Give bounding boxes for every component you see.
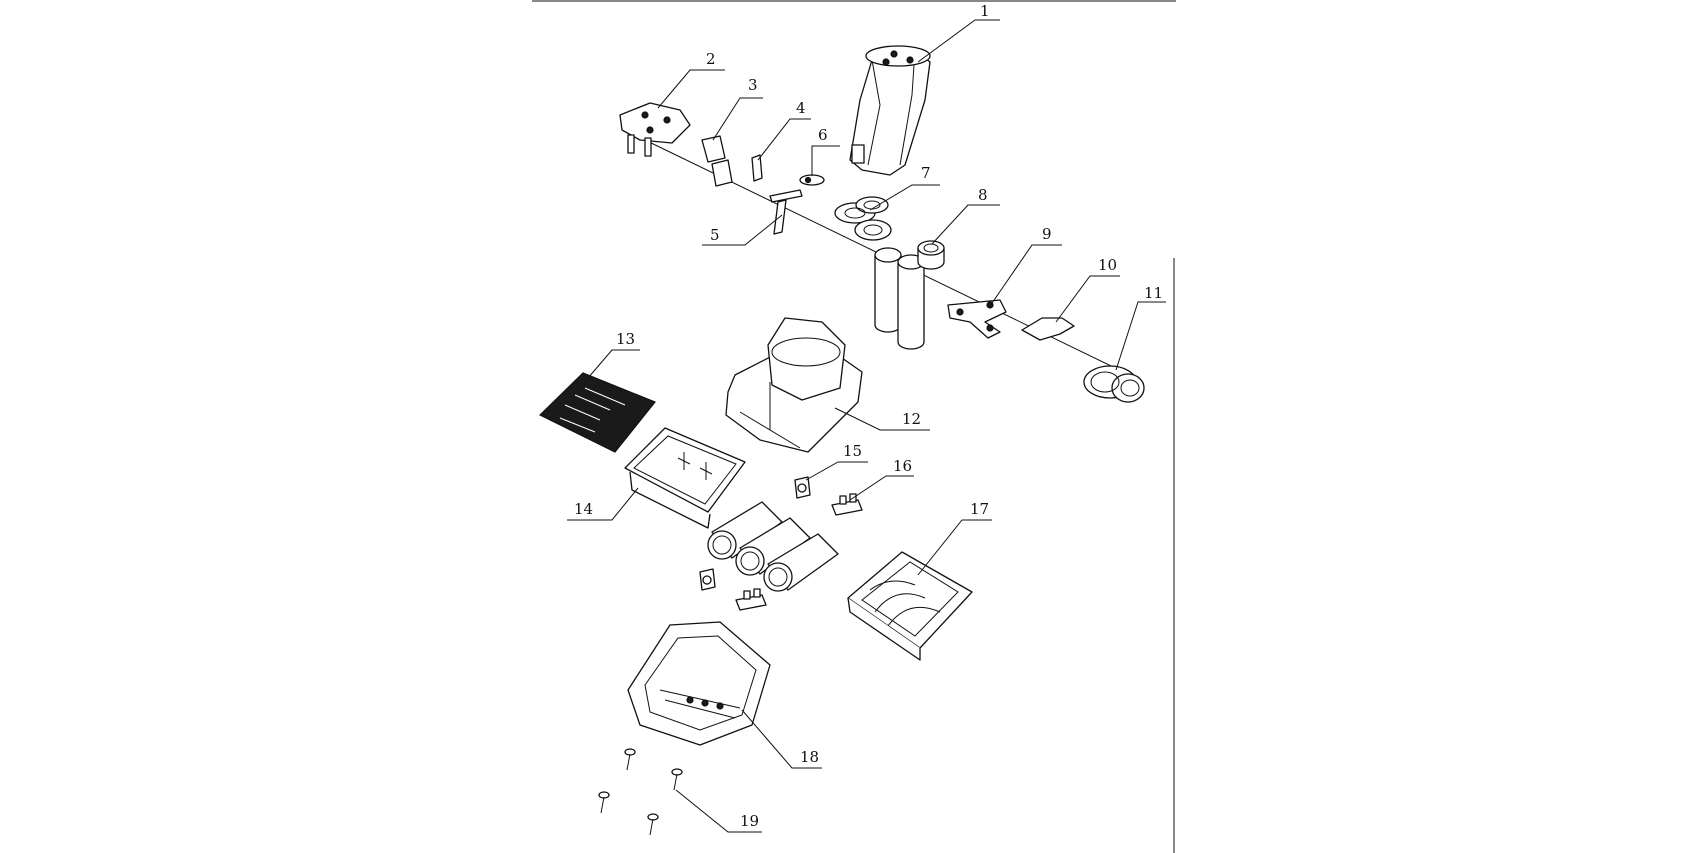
callout-13: 13 bbox=[587, 330, 640, 379]
callout-2: 2 bbox=[657, 50, 725, 109]
callout-14-label: 14 bbox=[574, 500, 593, 518]
callout-16-label: 16 bbox=[893, 457, 912, 475]
part-17-cell-tray bbox=[847, 551, 973, 661]
part-11-end-cap bbox=[1083, 365, 1145, 403]
callout-18: 18 bbox=[741, 709, 822, 769]
callout-9: 9 bbox=[989, 225, 1062, 307]
callout-5-label: 5 bbox=[710, 226, 720, 244]
callout-17-label: 17 bbox=[970, 500, 989, 518]
part-3-bracket-clip bbox=[701, 135, 733, 187]
part-9-connector-strip bbox=[947, 299, 1007, 339]
callout-9-label: 9 bbox=[1042, 225, 1052, 243]
callout-4-label: 4 bbox=[796, 99, 806, 117]
cylindrical-cells-row bbox=[707, 501, 839, 592]
callout-10: 10 bbox=[1055, 256, 1120, 323]
callout-15: 15 bbox=[805, 442, 868, 481]
part-5-terminal-strip bbox=[769, 189, 803, 235]
callout-18-label: 18 bbox=[800, 748, 819, 766]
part-1-cell-holder bbox=[849, 45, 931, 176]
callout-7: 7 bbox=[869, 164, 940, 211]
callout-10-label: 10 bbox=[1098, 256, 1117, 274]
callout-13-label: 13 bbox=[616, 330, 635, 348]
callout-3: 3 bbox=[712, 76, 763, 141]
part-18-lower-housing bbox=[627, 621, 771, 746]
callout-11-label: 11 bbox=[1144, 284, 1163, 302]
lower-terminal-plate bbox=[735, 588, 767, 611]
callout-1-label: 1 bbox=[980, 2, 990, 20]
callout-16: 16 bbox=[849, 457, 914, 501]
callout-17: 17 bbox=[917, 500, 992, 576]
part-15-contact-clip bbox=[794, 476, 811, 499]
callout-19-label: 19 bbox=[740, 812, 759, 830]
callout-15-label: 15 bbox=[843, 442, 862, 460]
lower-contact-clip bbox=[699, 568, 716, 591]
part-19-screws bbox=[598, 748, 683, 836]
part-10-insulator-pad bbox=[1021, 317, 1075, 341]
callout-3-label: 3 bbox=[748, 76, 758, 94]
part-14-pcb-tray bbox=[624, 427, 746, 529]
callout-6: 6 bbox=[811, 126, 840, 176]
callout-2-label: 2 bbox=[706, 50, 716, 68]
callout-4: 4 bbox=[757, 99, 811, 161]
callout-12-label: 12 bbox=[902, 410, 921, 428]
callout-5: 5 bbox=[702, 214, 783, 246]
callout-14: 14 bbox=[567, 487, 639, 521]
part-4-spring-contact bbox=[751, 154, 763, 182]
callout-1: 1 bbox=[917, 2, 1000, 63]
part-6-small-tab bbox=[799, 174, 825, 186]
part-7-insulator-spacer bbox=[834, 196, 892, 241]
screw-1 bbox=[624, 748, 636, 771]
callout-12: 12 bbox=[834, 407, 930, 431]
part-2-top-contact-plate bbox=[619, 102, 691, 157]
screw-3 bbox=[598, 791, 610, 814]
part-13-pcb-board bbox=[538, 372, 656, 453]
callout-19: 19 bbox=[675, 789, 762, 833]
screw-2 bbox=[671, 768, 683, 791]
callout-6-label: 6 bbox=[818, 126, 828, 144]
part-8-battery-cells bbox=[874, 240, 945, 350]
part-16-terminal-plate bbox=[831, 493, 863, 516]
callout-7-label: 7 bbox=[921, 164, 931, 182]
callout-11: 11 bbox=[1115, 284, 1166, 371]
callout-8: 8 bbox=[931, 186, 1000, 245]
part-12-upper-housing bbox=[725, 317, 863, 453]
screw-4 bbox=[647, 813, 659, 836]
callout-8-label: 8 bbox=[978, 186, 988, 204]
